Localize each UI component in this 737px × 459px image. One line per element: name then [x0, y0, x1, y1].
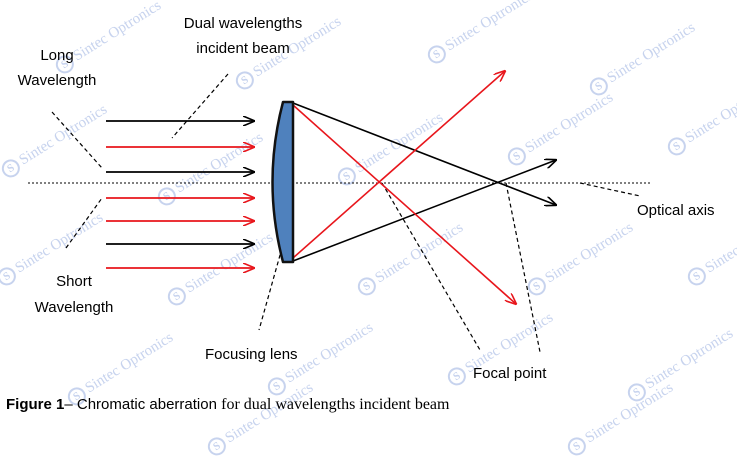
- short-ray-upper: [292, 104, 516, 304]
- incident-beam-label: Dual wavelengths incident beam: [168, 14, 318, 59]
- incident-beam-line1: Dual wavelengths: [183, 15, 303, 32]
- watermark-s-icon: S: [564, 433, 590, 459]
- short-wavelength-line2: Wavelength: [34, 299, 114, 316]
- leader-long-wavelength: [51, 111, 103, 169]
- focusing-lens-label: Focusing lens: [205, 346, 298, 363]
- short-ray-lower: [292, 71, 505, 259]
- short-wavelength-line1: Short: [56, 273, 92, 290]
- long-wavelength-label: Long Wavelength: [12, 46, 102, 91]
- caption-part1: – Chromatic aberration: [64, 396, 222, 413]
- long-ray-lower: [292, 160, 556, 262]
- incident-beam-line2: incident beam: [196, 40, 290, 57]
- focusing-lens-shape: [271, 100, 295, 264]
- optical-axis-label: Optical axis: [637, 202, 715, 219]
- figure-caption: Figure 1– Chromatic aberration for dual …: [6, 396, 449, 414]
- long-wavelength-line2: Wavelength: [17, 72, 97, 89]
- leader-focusing-lens: [258, 247, 283, 331]
- long-ray-upper: [292, 102, 556, 205]
- watermark-s-icon: S: [204, 433, 230, 459]
- focal-point-label: Focal point: [473, 365, 547, 382]
- optics-diagram-svg: [28, 0, 650, 353]
- figure-number: Figure 1: [6, 396, 65, 413]
- leader-focal-point-2: [505, 182, 541, 353]
- incident-beam-arrows: [106, 121, 254, 268]
- leader-incident-beam: [171, 73, 229, 139]
- leader-short-wavelength: [65, 197, 103, 249]
- caption-part2: for dual wavelengths incident beam: [221, 396, 450, 413]
- long-wavelength-line1: Long: [40, 47, 74, 64]
- short-wavelength-label: Short Wavelength: [22, 272, 126, 318]
- leader-focal-point-1: [381, 182, 481, 351]
- leader-optical-axis: [579, 182, 641, 197]
